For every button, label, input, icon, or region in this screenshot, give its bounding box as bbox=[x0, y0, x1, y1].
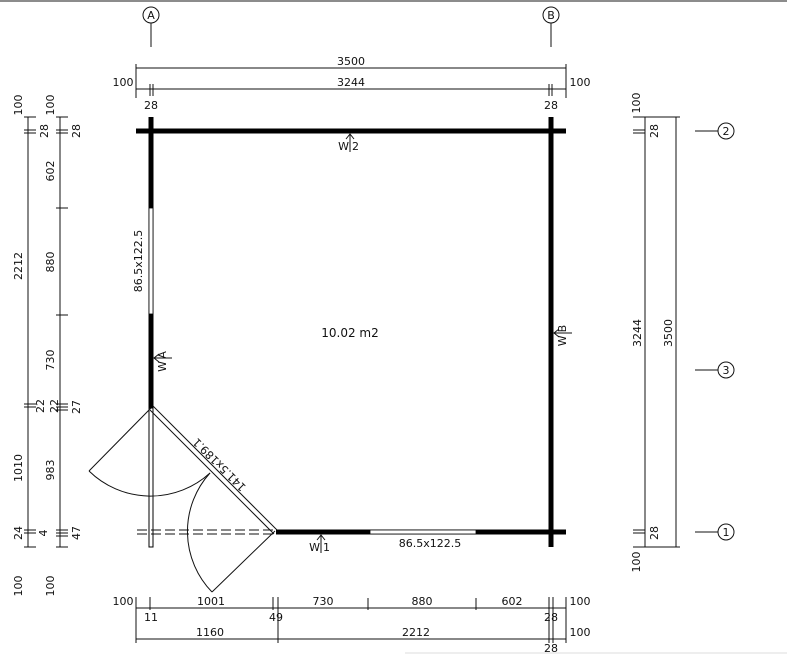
wall-marker-wb: WB bbox=[553, 322, 572, 346]
dim-label: 100 bbox=[570, 595, 591, 608]
wall-marker-w2: W2 bbox=[338, 133, 362, 153]
grid-label-3: 3 bbox=[723, 364, 730, 377]
grid-marker-b: B bbox=[542, 6, 560, 47]
dim-label: 602 bbox=[44, 161, 57, 182]
dim-label: 22 bbox=[34, 399, 47, 413]
dim-label: 602 bbox=[502, 595, 523, 608]
dim-label: 100 bbox=[44, 576, 57, 597]
wall-marker-wa: WA bbox=[153, 348, 172, 372]
arrow-up-icon bbox=[316, 534, 326, 553]
dim-label: 1010 bbox=[12, 454, 25, 482]
dim-label: 100 bbox=[630, 93, 643, 114]
dim-label: 3500 bbox=[662, 319, 675, 347]
dim-label: 22 bbox=[48, 399, 61, 413]
grid-marker-1: 1 bbox=[695, 523, 735, 541]
grid-marker-2: 2 bbox=[695, 122, 735, 140]
bottom-dimensions: 100 1001 730 880 602 100 11 49 28 1160 2… bbox=[113, 595, 591, 655]
dim-label: 49 bbox=[269, 611, 283, 624]
dim-label: 100 bbox=[113, 595, 134, 608]
dim-label: 28 bbox=[648, 124, 661, 138]
dim-label: 24 bbox=[12, 526, 25, 540]
dim-label: 100 bbox=[570, 76, 591, 89]
grid-label-2: 2 bbox=[723, 125, 730, 138]
window-bottom-label: 86.5x122.5 bbox=[399, 537, 462, 550]
dim-label: 28 bbox=[70, 124, 83, 138]
grid-label-a: A bbox=[147, 9, 155, 22]
dim-label: 28 bbox=[544, 611, 558, 624]
door-label: 141.5x189.1 bbox=[190, 435, 248, 493]
arrow-up-icon bbox=[345, 133, 355, 152]
dim-label: 100 bbox=[12, 576, 25, 597]
window-left bbox=[148, 207, 154, 315]
door-swing-1 bbox=[88, 407, 211, 497]
dim-label: 28 bbox=[544, 99, 558, 112]
dim-label: 2212 bbox=[12, 252, 25, 280]
room-area: 10.02 m2 bbox=[321, 326, 379, 340]
arrow-left-icon bbox=[553, 328, 572, 338]
dim-label: 100 bbox=[570, 626, 591, 639]
walls bbox=[88, 117, 566, 593]
dim-overall-width: 3500 bbox=[337, 55, 365, 68]
window-bottom bbox=[369, 529, 477, 535]
dim-label: 730 bbox=[313, 595, 334, 608]
dim-inner-width: 3244 bbox=[337, 76, 365, 89]
dim-label: 27 bbox=[70, 400, 83, 414]
right-dimensions: 100 28 3244 3500 28 100 bbox=[630, 93, 680, 573]
dim-label: 100 bbox=[113, 76, 134, 89]
wall-label: W1 bbox=[309, 541, 333, 554]
dim-label: 100 bbox=[44, 95, 57, 116]
glazed-dashed-line bbox=[137, 529, 274, 535]
dim-label: 28 bbox=[144, 99, 158, 112]
dim-label: 4 bbox=[37, 530, 50, 537]
dim-label: 28 bbox=[544, 642, 558, 655]
dim-label: 730 bbox=[44, 350, 57, 371]
diagonal-door bbox=[149, 405, 278, 535]
grid-label-1: 1 bbox=[723, 526, 730, 539]
dim-label: 100 bbox=[12, 95, 25, 116]
dim-label: 2212 bbox=[402, 626, 430, 639]
dim-label: 983 bbox=[44, 460, 57, 481]
dim-label: 880 bbox=[412, 595, 433, 608]
grid-label-b: B bbox=[547, 9, 555, 22]
top-dimensions: 3500 3244 100 100 28 28 bbox=[113, 55, 591, 112]
wall-label: W2 bbox=[338, 140, 362, 153]
dim-label: 880 bbox=[44, 252, 57, 273]
dim-label: 100 bbox=[630, 552, 643, 573]
grid-marker-3: 3 bbox=[695, 361, 735, 379]
wall-marker-w1: W1 bbox=[309, 534, 333, 554]
grid-marker-a: A bbox=[142, 6, 160, 47]
dim-label: 28 bbox=[38, 124, 51, 138]
dim-label: 3244 bbox=[631, 319, 644, 347]
dim-label: 11 bbox=[144, 611, 158, 624]
arrow-left-icon bbox=[153, 353, 172, 363]
wall-label: WA bbox=[156, 348, 169, 372]
glazed-wall-segment bbox=[148, 407, 154, 548]
door-swing-2 bbox=[186, 472, 276, 593]
dim-label: 1001 bbox=[197, 595, 225, 608]
dim-label: 47 bbox=[70, 526, 83, 540]
dim-label: 28 bbox=[648, 526, 661, 540]
wall-label: WB bbox=[556, 322, 569, 346]
window-left-label: 86.5x122.5 bbox=[132, 230, 145, 293]
left-dimensions: 100 28 2212 22 1010 24 100 100 28 602 88… bbox=[12, 95, 83, 597]
dim-label: 1160 bbox=[196, 626, 224, 639]
